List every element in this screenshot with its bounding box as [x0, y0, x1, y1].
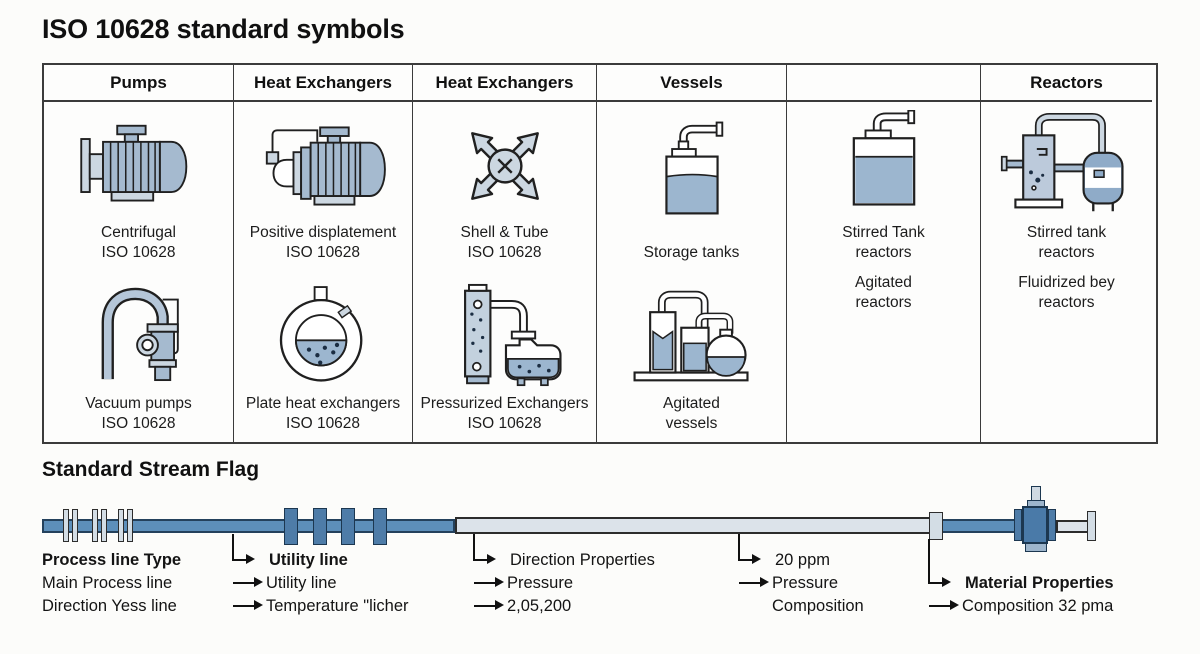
table-cell: Plate heat exchangers ISO 10628	[234, 273, 412, 444]
elbow-arrow-icon: Direction Properties	[472, 534, 655, 571]
legend-line: Direction Properties	[472, 534, 655, 571]
legend-line: Temperature "licher	[231, 595, 409, 617]
legend-group-utility-line: Utility line Utility line Temperature "l…	[231, 534, 409, 618]
column-heat-exchangers-1: Positive displatement ISO 10628	[233, 102, 412, 444]
header-pumps: Pumps	[44, 65, 233, 102]
cell-label: Pressurized Exchangers ISO 10628	[420, 395, 589, 433]
plate-heat-exchanger-icon	[234, 273, 412, 394]
pipe-flange	[929, 512, 943, 540]
legend-group-material-properties: Material Properties Composition 32 pma	[927, 539, 1114, 618]
elbow-arrow-icon: 20 ppm	[737, 534, 830, 571]
cell-label: Agitated vessels	[663, 395, 720, 433]
table-cell: Vacuum pumps ISO 10628	[44, 273, 233, 444]
cell-label: Stirred Tank reactors	[842, 224, 925, 262]
page-title: ISO 10628 standard symbols	[42, 14, 405, 44]
arrow-icon	[233, 601, 263, 610]
vacuum-pump-icon	[44, 273, 233, 394]
cell-label: Plate heat exchangers ISO 10628	[245, 395, 401, 433]
legend-line: Utility line	[231, 534, 409, 571]
pipe-flange	[313, 508, 327, 545]
cell-label: Stirred tank reactors	[1026, 224, 1107, 262]
pipe-flange	[63, 509, 69, 542]
header-reactors: Reactors	[980, 65, 1152, 102]
cell-label: Shell & Tube ISO 10628	[460, 224, 549, 262]
arrow-icon	[233, 578, 263, 587]
valve-body	[1022, 506, 1048, 544]
arrow-icon	[474, 601, 504, 610]
legend-line: 2,05,200	[472, 595, 655, 617]
cell-label: Fluidrized bey reactors	[1018, 274, 1115, 311]
header-vessels: Vessels	[596, 65, 786, 102]
table-cell: Shell & Tube ISO 10628	[413, 102, 596, 273]
pipe-flange	[72, 509, 78, 542]
table-cell: Positive displatement ISO 10628	[234, 102, 412, 273]
storage-tank-icon	[597, 102, 786, 243]
table-cell: Centrifugal ISO 10628	[44, 102, 233, 273]
cell-label: Storage tanks	[643, 244, 740, 262]
legend-line: Process line Type	[42, 551, 182, 569]
legend-line: Utility line	[231, 572, 409, 594]
cell-label: Vacuum pumps ISO 10628	[85, 395, 192, 433]
legend-line: 20 ppm	[737, 534, 864, 571]
header-heat-exchangers-1: Heat Exchangers	[233, 65, 412, 102]
cell-label: Centrifugal ISO 10628	[101, 224, 176, 262]
table-cell: Pressurized Exchangers ISO 10628	[413, 273, 596, 444]
column-reactors: Stirred tank reactors Fluidrized bey rea…	[980, 102, 1152, 444]
positive-displacement-pump-icon	[234, 102, 412, 223]
arrow-icon	[739, 578, 769, 587]
column-pumps: Centrifugal ISO 10628 Vacuum pumps ISO 1…	[44, 102, 233, 444]
shell-and-tube-exchanger-icon	[413, 102, 596, 223]
pipe-end-segment	[1056, 520, 1090, 533]
agitated-vessels-icon	[597, 273, 786, 394]
pressurized-exchanger-icon	[413, 273, 596, 394]
legend-line: Composition	[772, 597, 864, 615]
column-vessels: Storage tanks Agitat	[596, 102, 786, 444]
elbow-arrow-icon: Utility line	[231, 534, 348, 571]
pipe-end-flange	[1087, 511, 1096, 541]
pipe-flange	[118, 509, 124, 542]
table-cell: Agitated vessels	[597, 273, 786, 444]
column-heat-exchangers-2: Shell & Tube ISO 10628	[412, 102, 596, 444]
legend-group-process-line: Process line Type Main Process line Dire…	[42, 549, 181, 618]
table-cell: Stirred tank reactors	[981, 102, 1152, 273]
legend-line: Pressure	[472, 572, 655, 594]
valve-flange	[1014, 509, 1022, 541]
table-cell: Storage tanks	[597, 102, 786, 273]
pipe-flange	[341, 508, 355, 545]
arrow-icon	[474, 578, 504, 587]
table-cell: Agitated reactors	[787, 273, 980, 444]
pipe-flange	[127, 509, 133, 542]
cell-label: Positive displatement ISO 10628	[249, 224, 397, 262]
utility-pipe-segment	[455, 517, 943, 534]
elbow-arrow-icon: Material Properties	[927, 539, 1114, 594]
stream-section-title: Standard Stream Flag	[42, 458, 260, 481]
pipe-flange	[284, 508, 298, 545]
centrifugal-pump-icon	[44, 102, 233, 223]
legend-line: Composition 32 pma	[927, 595, 1114, 617]
valve-flange	[1048, 509, 1056, 541]
legend-line: Main Process line	[42, 574, 173, 592]
legend-line: Direction Yess line	[42, 597, 177, 615]
legend-line: Pressure	[737, 572, 864, 594]
stirred-tank-reactor-icon	[981, 102, 1152, 223]
table-cell: Fluidrized bey reactors	[981, 273, 1152, 444]
column-stirred-tank: Stirred Tank reactors Agitated reactors	[786, 102, 980, 444]
legend-group-direction-properties: Direction Properties Pressure 2,05,200	[472, 534, 655, 618]
stirred-tank-icon	[787, 102, 980, 223]
header-heat-exchangers-2: Heat Exchangers	[412, 65, 596, 102]
arrow-icon	[929, 601, 959, 610]
valve-bottom-plate	[1025, 543, 1047, 552]
legend-line: Material Properties	[927, 539, 1114, 594]
table-cell: Stirred Tank reactors	[787, 102, 980, 273]
cell-label: Agitated reactors	[855, 274, 912, 311]
pipe-flange	[92, 509, 98, 542]
legend-group-ppm: 20 ppm Pressure Composition	[737, 534, 864, 618]
process-pipe-segment	[941, 519, 1017, 533]
pipe-flange	[101, 509, 107, 542]
pipe-flange	[373, 508, 387, 545]
symbols-table: Pumps Heat Exchangers Heat Exchangers Ve…	[42, 63, 1158, 444]
header-empty	[786, 65, 980, 102]
